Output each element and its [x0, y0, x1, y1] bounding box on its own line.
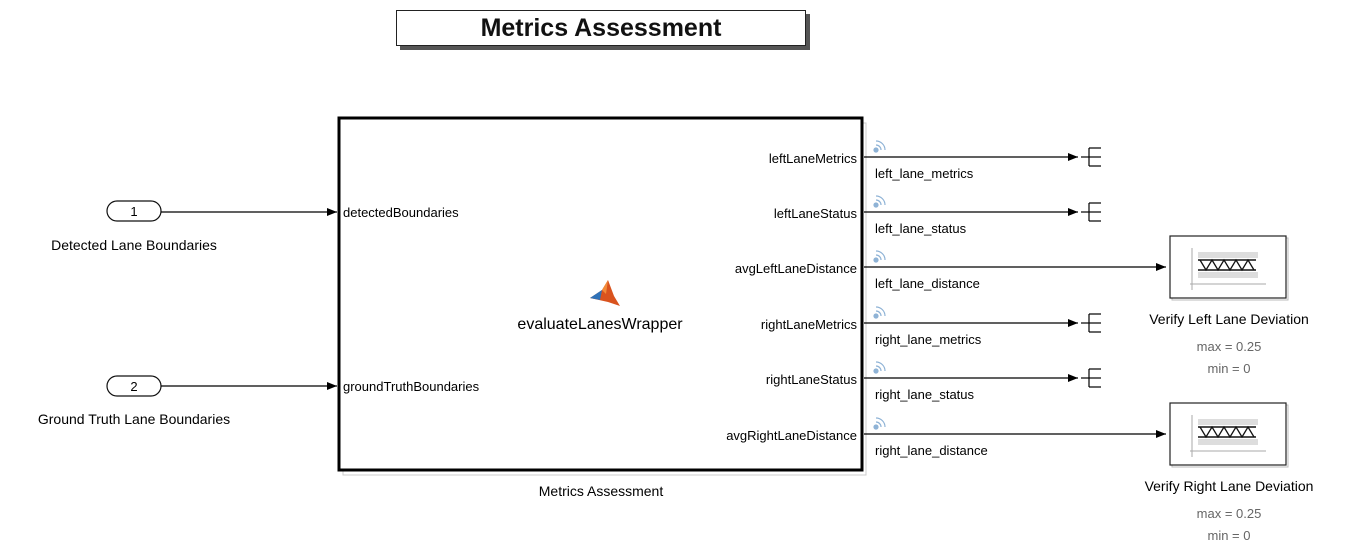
- input-port-detected: detectedBoundaries: [343, 205, 459, 220]
- title-annotation[interactable]: Metrics Assessment: [396, 10, 806, 46]
- verify-right-lane-max: max = 0.25: [1197, 506, 1262, 521]
- signal-label-right-lane-status: right_lane_status: [875, 387, 975, 402]
- terminator-block[interactable]: [1081, 147, 1101, 167]
- matlab-function-icon: [590, 280, 620, 306]
- block-name: Metrics Assessment: [539, 483, 664, 499]
- logging-icons: [873, 140, 886, 430]
- signal-logging-icon: [873, 306, 886, 319]
- inport-1-number: 1: [130, 204, 137, 219]
- output-port-leftlanestatus: leftLaneStatus: [774, 206, 858, 221]
- function-name: evaluateLanesWrapper: [517, 316, 683, 333]
- inport-2-label: Ground Truth Lane Boundaries: [38, 411, 230, 427]
- inport-2-number: 2: [130, 379, 137, 394]
- signal-logging-icon: [873, 250, 886, 263]
- terminator-block[interactable]: [1081, 313, 1101, 333]
- signal-logging-icon: [873, 195, 886, 208]
- signal-label-left-lane-status: left_lane_status: [875, 221, 967, 236]
- input-port-groundtruth: groundTruthBoundaries: [343, 379, 480, 394]
- check-bounds-icon: [1190, 415, 1266, 457]
- verify-right-lane-label: Verify Right Lane Deviation: [1145, 478, 1314, 494]
- signal-label-right-lane-metrics: right_lane_metrics: [875, 332, 982, 347]
- verify-left-lane-max: max = 0.25: [1197, 339, 1262, 354]
- page-title: Metrics Assessment: [480, 13, 722, 42]
- verify-right-lane-block[interactable]: [1169, 402, 1289, 468]
- output-port-avgleftlanedistance: avgLeftLaneDistance: [735, 261, 857, 276]
- signal-logging-icon: [873, 140, 886, 153]
- check-bounds-icon: [1190, 248, 1266, 290]
- output-port-rightlanemetrics: rightLaneMetrics: [761, 317, 858, 332]
- signal-label-left-lane-distance: left_lane_distance: [875, 276, 980, 291]
- signal-logging-icon: [873, 361, 886, 374]
- inport-2[interactable]: 2: [106, 375, 162, 397]
- verify-left-lane-label: Verify Left Lane Deviation: [1149, 311, 1309, 327]
- signal-label-right-lane-distance: right_lane_distance: [875, 443, 988, 458]
- terminator-block[interactable]: [1081, 202, 1101, 222]
- terminator-block[interactable]: [1081, 368, 1101, 388]
- verify-left-lane-min: min = 0: [1208, 361, 1251, 376]
- output-port-leftlanemetrics: leftLaneMetrics: [769, 151, 858, 166]
- terminators: [1081, 147, 1101, 388]
- output-port-avgrightlanedistance: avgRightLaneDistance: [726, 428, 857, 443]
- inport-1[interactable]: 1: [106, 200, 162, 222]
- verify-right-lane-min: min = 0: [1208, 528, 1251, 543]
- output-port-rightlanestatus: rightLaneStatus: [766, 372, 858, 387]
- inport-1-label: Detected Lane Boundaries: [51, 237, 217, 253]
- signal-logging-icon: [873, 417, 886, 430]
- verify-left-lane-block[interactable]: [1169, 235, 1289, 301]
- signal-label-left-lane-metrics: left_lane_metrics: [875, 166, 974, 181]
